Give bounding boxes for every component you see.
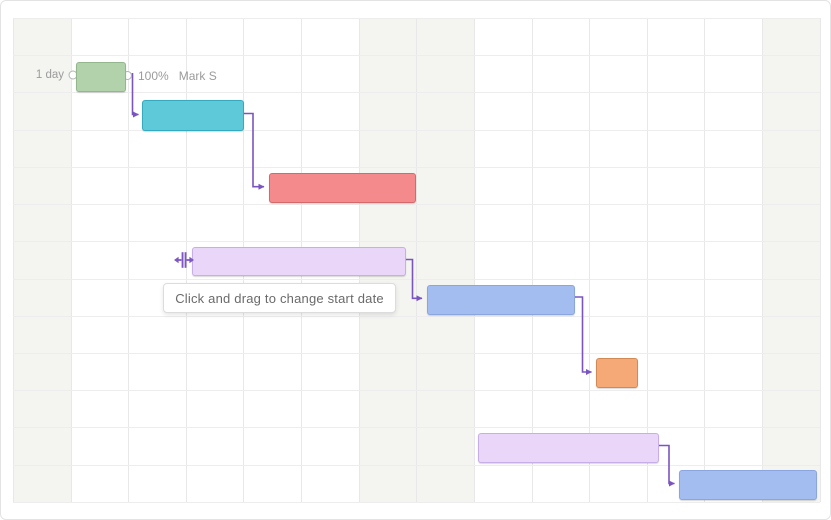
grid-horizontal-line: [13, 390, 820, 392]
grid-horizontal-line: [13, 166, 820, 168]
drag-left-shaft: [177, 259, 181, 261]
task-duration-label: 1 day: [35, 68, 64, 81]
task-bar-blue-1[interactable]: [426, 284, 575, 315]
task-info-label: 100% Mark S: [138, 69, 217, 83]
task-bar-red[interactable]: [268, 172, 416, 203]
grid-vertical-line: [531, 18, 533, 502]
tooltip-text: Click and drag to change start date: [175, 290, 384, 306]
grid-horizontal-line: [13, 92, 820, 94]
grid-vertical-line: [13, 18, 14, 502]
task-bar-lavender-2[interactable]: [478, 433, 659, 463]
drag-right-arrow: [188, 256, 194, 264]
drag-left-arrow: [173, 256, 179, 264]
grid-vertical-line: [416, 18, 418, 502]
grid-horizontal-line: [13, 18, 820, 19]
grid-horizontal-line: [13, 501, 820, 503]
grid-horizontal-line: [13, 129, 820, 131]
grid-vertical-line: [473, 18, 475, 502]
grid-horizontal-line: [13, 278, 820, 280]
grid-vertical-line: [646, 18, 648, 502]
drag-horizontal-icon[interactable]: [173, 251, 194, 274]
grid-horizontal-line: [13, 204, 820, 206]
task-bar-blue-2[interactable]: [679, 469, 817, 500]
grid-shaded-column: [416, 18, 474, 502]
timeline-grid: [13, 18, 821, 503]
tooltip: Click and drag to change start date: [163, 283, 396, 313]
grid-shaded-column: [761, 18, 820, 502]
grid-horizontal-line: [13, 464, 820, 466]
task-bar-teal[interactable]: [142, 100, 244, 131]
grid-vertical-line: [761, 18, 763, 502]
task-assignee-label: Mark S: [178, 68, 217, 83]
grid-horizontal-line: [13, 315, 820, 317]
task-progress-label: 100%: [138, 68, 169, 83]
task-bar-lavender-1[interactable]: [192, 247, 406, 276]
grid-horizontal-line: [13, 241, 820, 243]
grid-horizontal-line: [13, 55, 820, 57]
drag-right-shaft: [186, 259, 190, 261]
grid-horizontal-line: [13, 353, 820, 354]
drag-bar-2: [184, 252, 186, 268]
grid-vertical-line: [819, 18, 821, 502]
grid-horizontal-line: [13, 427, 820, 429]
grid-vertical-line: [589, 18, 591, 502]
drag-bar-1: [181, 252, 183, 268]
grid-shaded-column: [13, 18, 71, 502]
task-bar-green[interactable]: [76, 62, 126, 92]
grid-vertical-line: [128, 18, 130, 502]
grid-vertical-line: [704, 18, 706, 502]
grid-vertical-line: [70, 18, 72, 502]
task-bar-orange[interactable]: [596, 358, 638, 388]
